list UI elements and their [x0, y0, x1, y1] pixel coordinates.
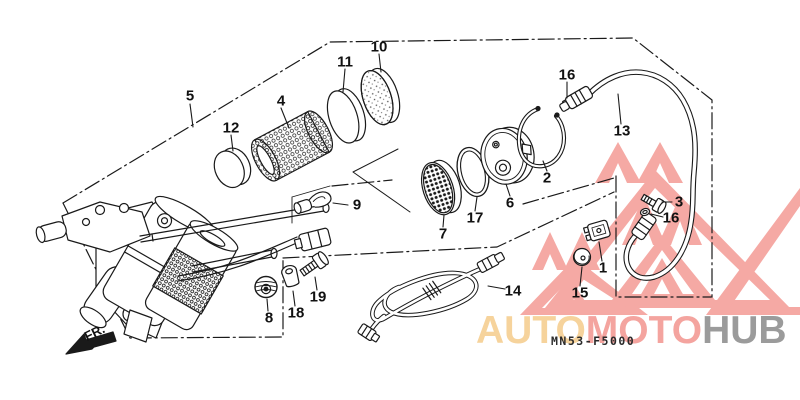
callout-2: 2: [542, 169, 552, 187]
watermark-triangle: [637, 142, 683, 183]
part-16-washer-lower: [639, 207, 651, 217]
callout-15: 15: [571, 284, 589, 302]
callout-4: 4: [276, 92, 286, 110]
hose-fitting-b: [631, 211, 657, 241]
watermark-triangle: [556, 284, 592, 312]
cable-ferrule: [476, 251, 505, 273]
brand-hub: HUB: [702, 309, 787, 352]
callout-7: 7: [438, 225, 448, 243]
part-12-disc: [213, 147, 252, 189]
cable-connector: [357, 323, 381, 343]
callout-16-lower: 16: [662, 209, 680, 227]
callout-9: 9: [352, 196, 362, 214]
part-11-disc: [326, 88, 367, 144]
callout-17: 17: [466, 209, 484, 227]
callout-8: 8: [264, 309, 274, 327]
cable-tube: [139, 202, 330, 243]
part-14-cable: [357, 251, 505, 343]
part-3-screw: [640, 193, 667, 214]
watermark-brand-text: AUTOMOTOHUB: [476, 309, 787, 353]
watermark-triangle: [595, 142, 641, 183]
callout-1: 1: [598, 259, 608, 277]
part-13-hose: [559, 69, 698, 281]
part-9-joint: [291, 185, 332, 224]
fr-arrow-icon: [65, 331, 117, 355]
watermark-triangle: [612, 235, 715, 300]
callout-11: 11: [337, 53, 353, 71]
part-5-pump-assembly: [35, 195, 332, 343]
part-10-disc: [360, 67, 401, 126]
cable-wrap: [422, 280, 442, 301]
part-4-filter: [250, 110, 334, 182]
part-18-collar: [281, 264, 300, 288]
callout-18: 18: [287, 304, 305, 322]
part-19-bolt: [299, 251, 329, 277]
callout-6: 6: [505, 194, 515, 212]
leader-lines: [189, 53, 673, 312]
drawing-code: MN53-F5000: [551, 334, 636, 348]
part-6-cover: [480, 126, 535, 185]
group-bracket: [352, 148, 411, 213]
watermark-triangle: [640, 258, 684, 296]
callout-10: 10: [370, 38, 388, 56]
wire-connector: [293, 227, 332, 252]
callout-5: 5: [185, 87, 195, 105]
callout-3: 3: [674, 193, 684, 211]
callout-12: 12: [222, 119, 240, 137]
part-15-grommet: [572, 247, 592, 267]
watermark-triangle: [706, 188, 800, 315]
callout-16-upper: 16: [558, 66, 576, 84]
callout-14: 14: [504, 282, 522, 300]
hose-fitting-a: [559, 85, 594, 112]
part-2-snap-ring: [516, 105, 567, 169]
brand-auto: AUTO: [476, 309, 586, 352]
callout-13: 13: [613, 122, 631, 140]
brand-moto: MOTO: [585, 309, 703, 352]
callout-19: 19: [309, 288, 327, 306]
part-7-screen: [420, 159, 462, 216]
watermark-triangle: [532, 232, 568, 270]
part-8-rubber: [254, 275, 278, 299]
part-1-clip: [583, 219, 611, 242]
diagram-boundary: [62, 37, 713, 339]
watermark-triangle: [520, 258, 648, 315]
